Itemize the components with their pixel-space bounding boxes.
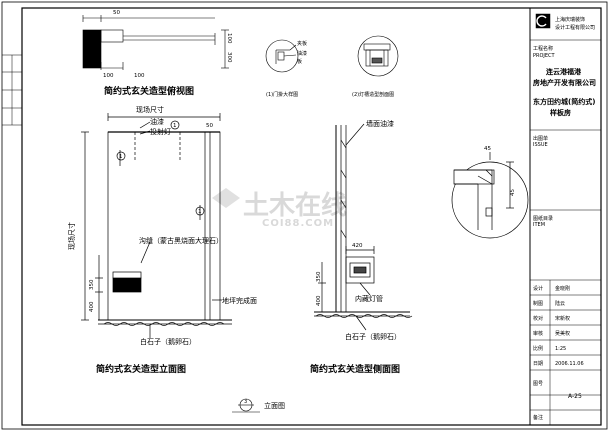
label-hidden-light: 内藏灯管 <box>355 294 383 303</box>
elevation-top-label: 现场尺寸 <box>136 105 164 114</box>
detail-1-caption: (1)门掛大样图 <box>266 91 298 98</box>
tb-key-4: 比例 <box>533 345 543 352</box>
tb-val-2: 宋新权 <box>555 315 570 322</box>
plan-view-caption: 简约式玄关造型俯视图 <box>104 85 194 97</box>
tb-val-1: 陆云 <box>555 300 565 307</box>
callout-dim-45b: 45 <box>484 146 491 152</box>
drawing-frame <box>21 7 602 426</box>
margin-tabs <box>2 54 22 126</box>
side-dim-420: 420 <box>352 243 363 249</box>
tb-key-2: 校对 <box>533 315 543 322</box>
client-line-1: 连云港福港 <box>546 67 582 76</box>
watermark-sub: COI88.COM <box>262 218 334 229</box>
tb-val-5: 2006.11.06 <box>555 361 584 367</box>
detail-1-label-2: 油漆 <box>297 50 307 57</box>
plan-solid-block <box>82 29 102 69</box>
detail-1-label-1: 夹板 <box>297 40 307 47</box>
project-line-1: 东方田约城(简约式) <box>533 97 595 106</box>
plan-dim-bottom-2: 100 <box>134 73 145 79</box>
mark-1a: 1 <box>119 154 123 160</box>
tb-key-6: 图号 <box>533 381 543 387</box>
label-side-stone: 白石子（鹅卵石） <box>345 332 401 341</box>
title-block <box>530 13 601 425</box>
company-sub: 设计工程有限公司 <box>555 24 595 31</box>
tb-key-1: 制图 <box>533 300 543 307</box>
elevation-dim-350: 350 <box>89 279 95 290</box>
client-line-2: 房地产开发有限公司 <box>533 78 596 87</box>
plan-dim-bottom-1: 100 <box>103 73 114 79</box>
detail-2 <box>357 35 399 77</box>
tb-val-6: A-25 <box>568 393 582 400</box>
tb-val-4: 1:25 <box>555 346 566 352</box>
item-label-en: ITEM <box>533 222 545 228</box>
tb-key-7: 备注 <box>533 414 543 421</box>
label-groove: 沟缝（蒙古黑烧面大理石） <box>139 236 223 245</box>
elevation-dim-400: 400 <box>89 301 95 312</box>
tb-key-0: 设计 <box>533 285 543 292</box>
side-dim-400: 400 <box>316 295 322 306</box>
mark-1b: 1 <box>198 209 202 215</box>
footer-symbol <box>232 398 260 413</box>
elevation-caption: 简约式玄关造型立面图 <box>96 363 186 375</box>
detail-1-label-3: 板 <box>297 58 302 65</box>
issue-label-en: ISSUE <box>533 142 548 148</box>
detail-1 <box>265 39 299 73</box>
footer-symbol-number: 3 <box>244 399 247 405</box>
watermark-text: 土木在线 <box>243 191 347 221</box>
watermark: 土木在线 COI88.COM <box>212 188 347 229</box>
callout-dim-45a: 45 <box>510 189 516 196</box>
tb-val-3: 吴美权 <box>555 330 570 337</box>
company-name: 上海庆瑞装饰 <box>555 16 585 23</box>
project-line-2: 样板房 <box>550 108 571 117</box>
elevation-dim-50: 50 <box>206 123 213 129</box>
detail-2-caption: (2)灯槽造型剖面图 <box>352 91 394 98</box>
plan-dim-right-1: 300 <box>226 52 232 63</box>
plan-view <box>82 15 229 70</box>
tb-key-5: 日期 <box>533 361 543 367</box>
label-spotlight: 投射灯 <box>150 127 171 136</box>
item-label: 图纸目录 <box>533 215 553 222</box>
label-wall-paint: 墙面油漆 <box>366 119 394 128</box>
issue-label: 出图单 <box>533 135 548 142</box>
label-stone: 白石子（鹅卵石） <box>140 337 196 346</box>
label-floor: 地坪完成面 <box>222 296 257 305</box>
elevation-side-label: 现场尺寸 <box>67 222 76 250</box>
tb-key-3: 审核 <box>533 330 543 337</box>
project-label-en: PROJECT <box>533 53 556 59</box>
mark-1c: 1 <box>173 123 177 129</box>
side-view-caption: 简约式玄关造型侧面图 <box>310 363 400 375</box>
footer-title: 立面图 <box>264 401 285 410</box>
tb-val-0: 金晓刚 <box>555 285 570 292</box>
side-view <box>314 123 529 331</box>
side-dim-350: 350 <box>316 271 322 282</box>
plan-dim-right-2: 100 <box>226 33 232 44</box>
project-label: 工程名称 <box>533 45 553 52</box>
plan-dim-top: 50 <box>113 10 120 16</box>
label-paint: 油漆 <box>150 117 164 126</box>
elevation-view <box>81 113 232 338</box>
